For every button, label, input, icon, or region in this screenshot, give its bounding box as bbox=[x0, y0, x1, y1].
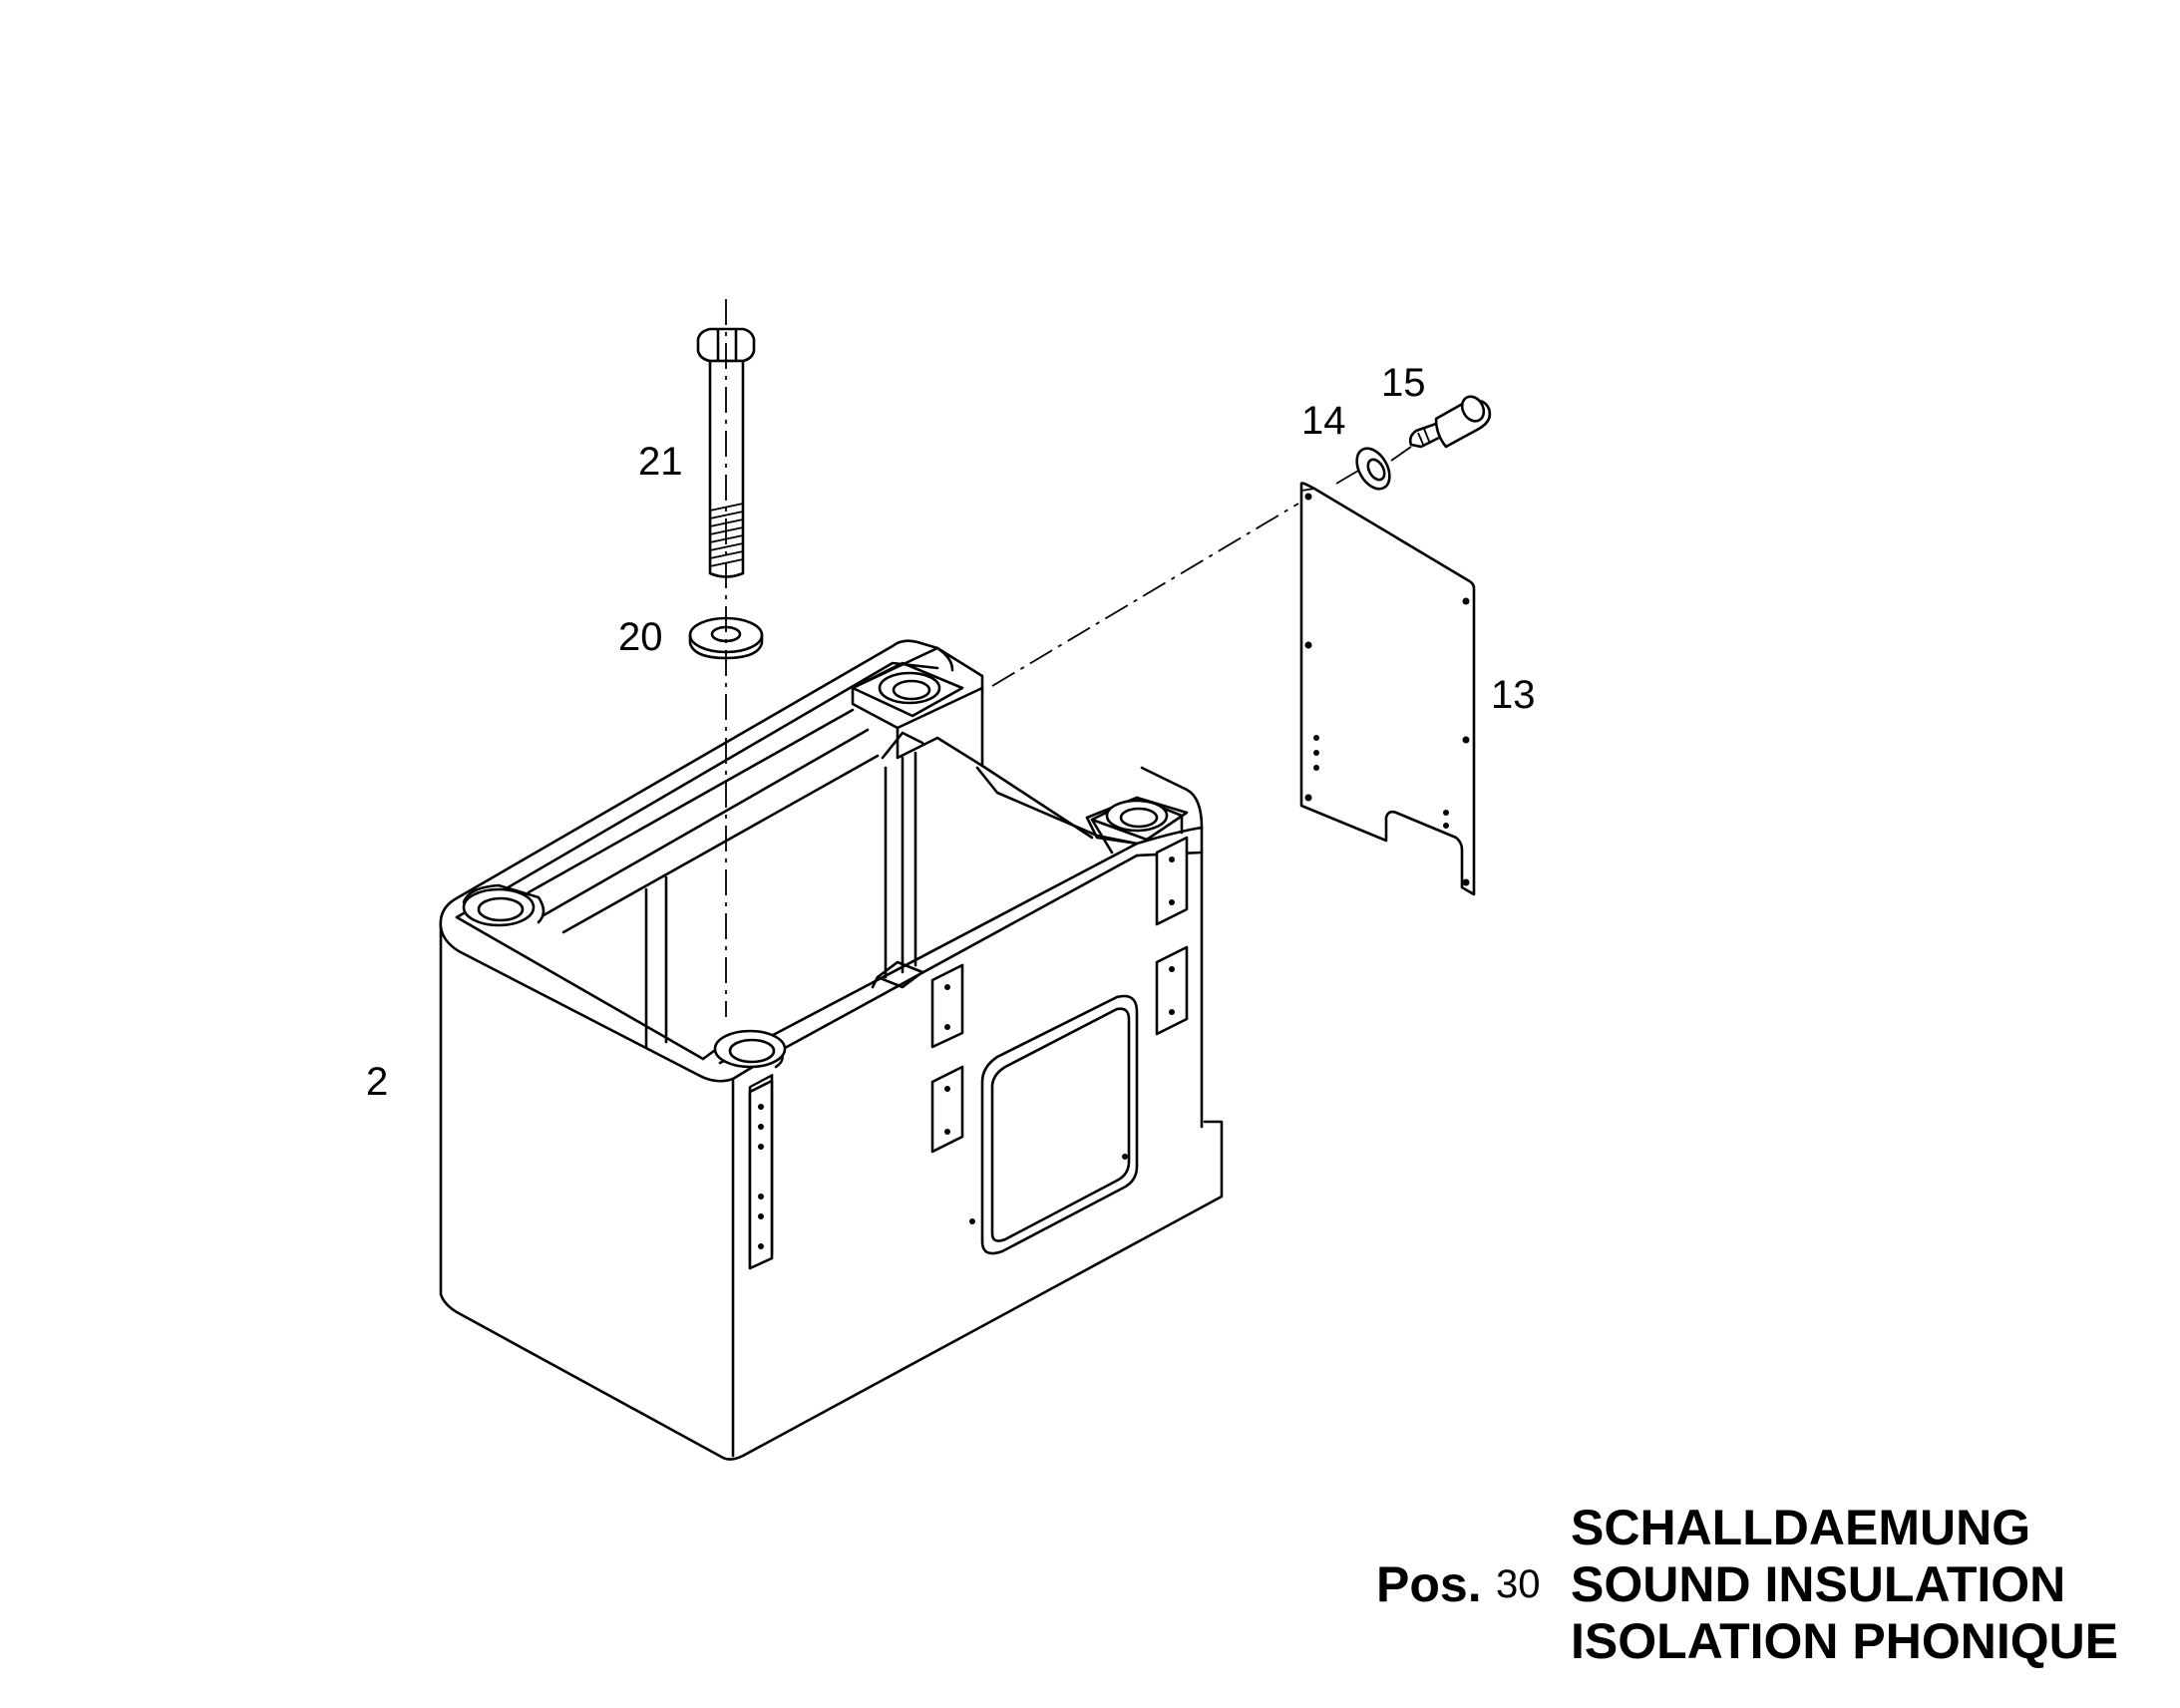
corner-bushing-right bbox=[1090, 796, 1189, 842]
callout-14: 14 bbox=[1301, 399, 1346, 443]
part-2-housing bbox=[439, 639, 1224, 1461]
part-13-panel bbox=[1299, 482, 1476, 896]
corner-bushing-back bbox=[851, 661, 964, 718]
title-french: ISOLATION PHONIQUE bbox=[1571, 1613, 2119, 1669]
callout-20: 20 bbox=[618, 615, 663, 659]
callout-15: 15 bbox=[1381, 361, 1426, 405]
title-block: SCHALLDAEMUNG Pos. 30 SOUND INSULATION I… bbox=[1366, 1499, 2164, 1698]
access-door bbox=[969, 994, 1139, 1255]
corner-bushing-front bbox=[713, 1029, 787, 1069]
hinge-plates bbox=[748, 836, 1189, 1270]
part-15-cap-screw bbox=[1408, 395, 1492, 449]
position-number: 30 bbox=[1496, 1562, 1541, 1606]
callout-21: 21 bbox=[638, 440, 683, 484]
callout-2: 2 bbox=[366, 1060, 388, 1104]
part-14-lock-washer bbox=[1355, 447, 1391, 491]
assembly-axis-panel bbox=[991, 503, 1299, 687]
assembly-axis-screw bbox=[1335, 446, 1412, 485]
title-english: SOUND INSULATION bbox=[1571, 1556, 2066, 1612]
corner-bushing-left bbox=[462, 883, 545, 927]
position-label: Pos. bbox=[1376, 1556, 1482, 1612]
title-german: SCHALLDAEMUNG bbox=[1571, 1500, 2031, 1555]
callout-13: 13 bbox=[1491, 673, 1536, 717]
